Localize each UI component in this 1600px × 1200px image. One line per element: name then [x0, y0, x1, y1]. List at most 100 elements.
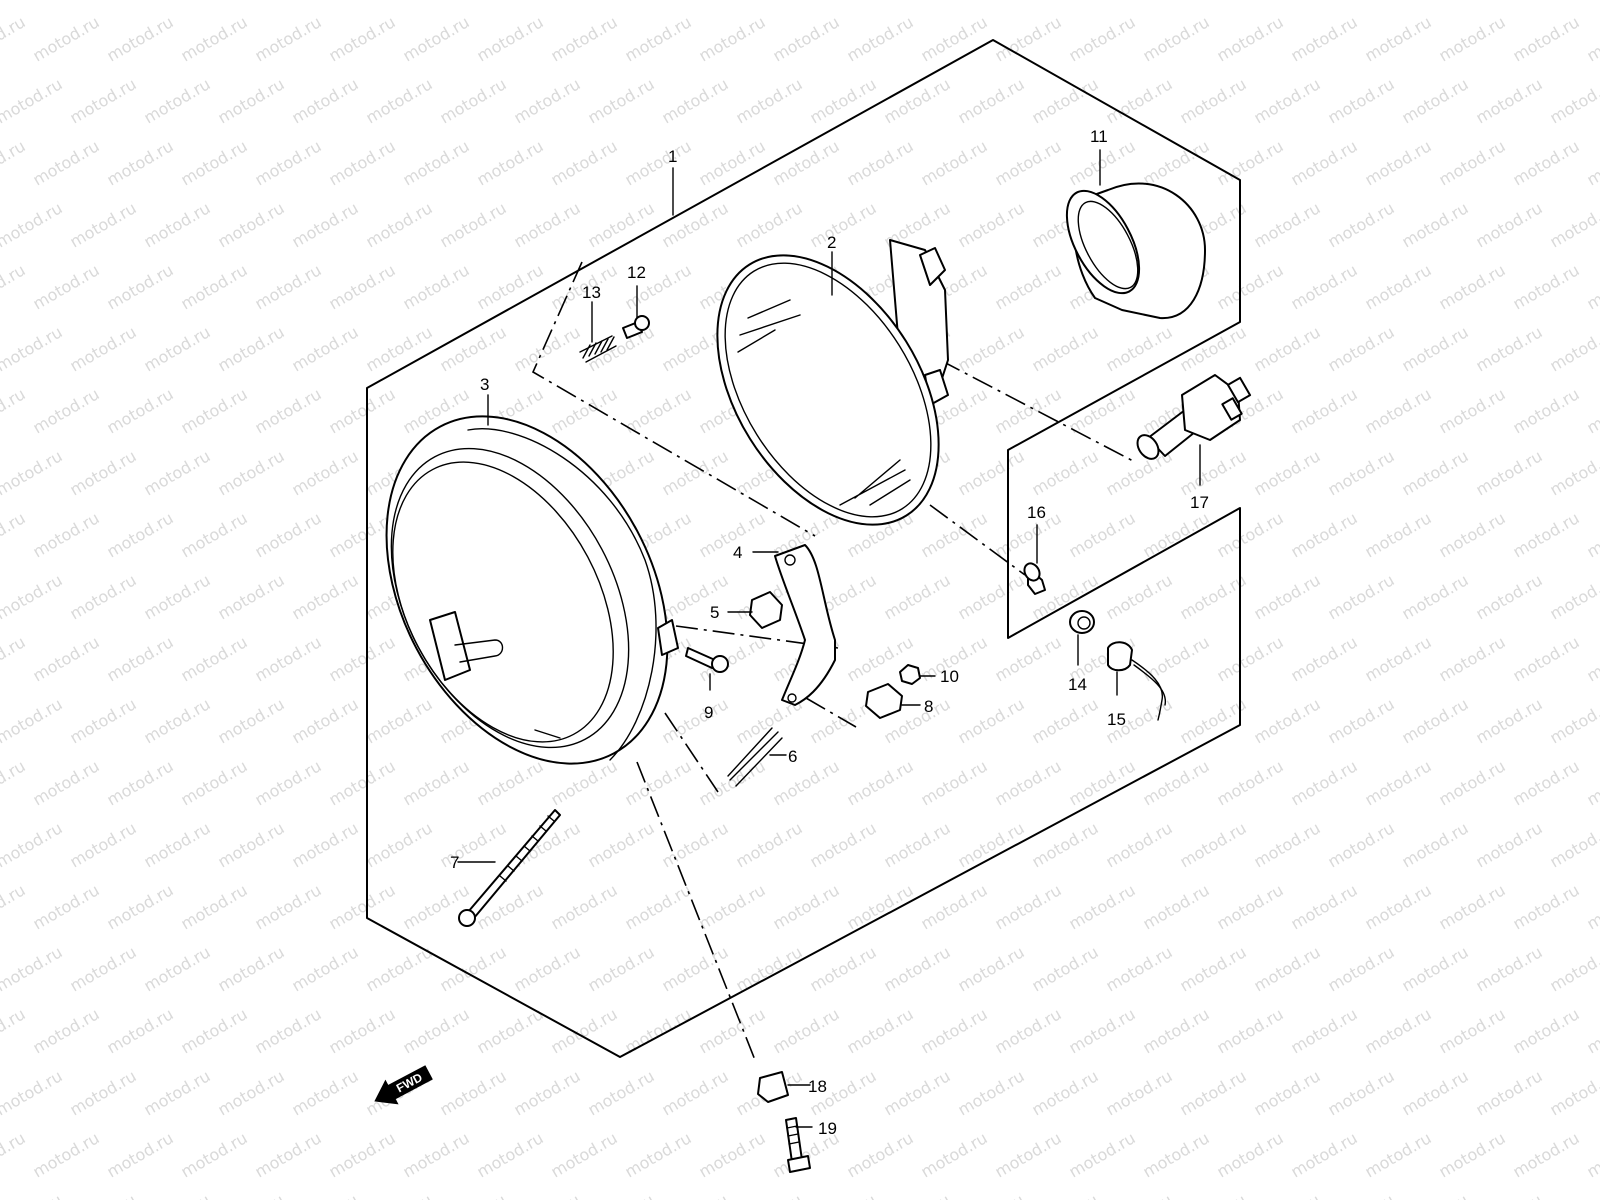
watermark-text: motod.ru	[1251, 570, 1324, 623]
watermark-text: motod.ru	[215, 446, 288, 499]
part-16-small-bulb	[1023, 562, 1046, 595]
watermark-text: motod.ru	[215, 1190, 288, 1200]
watermark-text: motod.ru	[1436, 260, 1509, 313]
watermark-text: motod.ru	[67, 942, 140, 995]
watermark-text: motod.ru	[1399, 942, 1472, 995]
watermark-text: motod.ru	[1325, 0, 1398, 3]
watermark-text: motod.ru	[67, 198, 140, 251]
watermark-text: motod.ru	[215, 694, 288, 747]
watermark-text: motod.ru	[733, 1190, 806, 1200]
watermark-text: motod.ru	[585, 0, 658, 3]
watermark-text: motod.ru	[437, 198, 510, 251]
watermark-text: motod.ru	[1251, 74, 1324, 127]
watermark-text: motod.ru	[1399, 1066, 1472, 1119]
watermark-text: motod.ru	[215, 1066, 288, 1119]
callout-19: 19	[818, 1119, 837, 1138]
watermark-text: motod.ru	[141, 694, 214, 747]
watermark-text: motod.ru	[289, 570, 362, 623]
watermark-text: motod.ru	[289, 694, 362, 747]
callout-15: 15	[1107, 710, 1126, 729]
watermark-text: motod.ru	[1214, 632, 1287, 685]
watermark-text: motod.ru	[1510, 384, 1583, 437]
watermark-text: motod.ru	[1288, 756, 1361, 809]
watermark-text: motod.ru	[770, 756, 843, 809]
watermark-text: motod.ru	[659, 446, 732, 499]
callout-14: 14	[1068, 675, 1087, 694]
watermark-text: motod.ru	[1251, 446, 1324, 499]
watermark-text: motod.ru	[511, 74, 584, 127]
watermark-text: motod.ru	[918, 136, 991, 189]
watermark-text: motod.ru	[696, 1004, 769, 1057]
watermark-text: motod.ru	[1510, 632, 1583, 685]
watermark-text: motod.ru	[955, 0, 1028, 3]
watermark-text: motod.ru	[659, 0, 732, 3]
watermark-text: motod.ru	[474, 1004, 547, 1057]
watermark-text: motod.ru	[289, 74, 362, 127]
watermark-text: motod.ru	[1177, 446, 1250, 499]
watermark-text: motod.ru	[1140, 1004, 1213, 1057]
watermark-text: motod.ru	[1436, 136, 1509, 189]
watermark-text: motod.ru	[511, 942, 584, 995]
watermark-text: motod.ru	[1288, 12, 1361, 65]
watermark-text: motod.ru	[1473, 942, 1546, 995]
watermark-text: motod.ru	[548, 1004, 621, 1057]
watermark-text: motod.ru	[1510, 1004, 1583, 1057]
watermark-text: motod.ru	[252, 260, 325, 313]
watermark-text: motod.ru	[1325, 1066, 1398, 1119]
watermark-text: motod.ru	[1399, 818, 1472, 871]
watermark-text: motod.ru	[918, 880, 991, 933]
watermark-text: motod.ru	[104, 756, 177, 809]
watermark-text: motod.ru	[1399, 1190, 1472, 1200]
watermark-text: motod.ru	[955, 1190, 1028, 1200]
watermark-text: motod.ru	[1584, 1128, 1600, 1181]
watermark-text: motod.ru	[289, 322, 362, 375]
watermark-text: motod.ru	[1362, 632, 1435, 685]
watermark-text: motod.ru	[363, 818, 436, 871]
watermark-text: motod.ru	[622, 1128, 695, 1181]
watermark-text: motod.ru	[585, 1066, 658, 1119]
watermark-text: motod.ru	[881, 1190, 954, 1200]
watermark-text: motod.ru	[733, 942, 806, 995]
watermark-text: motod.ru	[1362, 136, 1435, 189]
watermark-text: motod.ru	[1029, 74, 1102, 127]
watermark-text: motod.ru	[363, 74, 436, 127]
watermark-text: motod.ru	[326, 260, 399, 313]
watermark-text: motod.ru	[67, 0, 140, 3]
watermark-text: motod.ru	[0, 74, 66, 127]
watermark-text: motod.ru	[1362, 1128, 1435, 1181]
watermark-text: motod.ru	[1399, 0, 1472, 3]
watermark-text: motod.ru	[585, 322, 658, 375]
watermark-text: motod.ru	[1288, 1128, 1361, 1181]
watermark-text: motod.ru	[585, 942, 658, 995]
watermark-text: motod.ru	[0, 0, 66, 3]
watermark-text: motod.ru	[881, 0, 954, 3]
watermark-text: motod.ru	[1584, 12, 1600, 65]
watermark-text: motod.ru	[1547, 694, 1600, 747]
watermark-text: motod.ru	[474, 136, 547, 189]
callout-11: 11	[1090, 127, 1108, 146]
watermark-text: motod.ru	[1103, 322, 1176, 375]
watermark-text: motod.ru	[1251, 942, 1324, 995]
watermark-text: motod.ru	[955, 198, 1028, 251]
watermark-text: motod.ru	[0, 632, 29, 685]
watermark-text: motod.ru	[400, 1004, 473, 1057]
watermark-text: motod.ru	[326, 756, 399, 809]
watermark-text: motod.ru	[1103, 818, 1176, 871]
part-11-dust-cover	[1065, 182, 1206, 320]
watermark-text: motod.ru	[252, 136, 325, 189]
callout-2: 2	[827, 233, 836, 252]
watermark-text: motod.ru	[1473, 322, 1546, 375]
watermark-text: motod.ru	[0, 818, 66, 871]
watermark-text: motod.ru	[992, 756, 1065, 809]
callout-10: 10	[940, 667, 959, 686]
part-18-grommet	[757, 1071, 789, 1103]
part-6-spring	[727, 727, 783, 787]
watermark-text: motod.ru	[67, 322, 140, 375]
watermark-text: motod.ru	[1288, 384, 1361, 437]
watermark-text: motod.ru	[1066, 880, 1139, 933]
watermark-text: motod.ru	[1140, 508, 1213, 561]
watermark-text: motod.ru	[30, 632, 103, 685]
callout-7: 7	[450, 853, 459, 872]
watermark-text: motod.ru	[326, 136, 399, 189]
watermark-text: motod.ru	[1473, 570, 1546, 623]
